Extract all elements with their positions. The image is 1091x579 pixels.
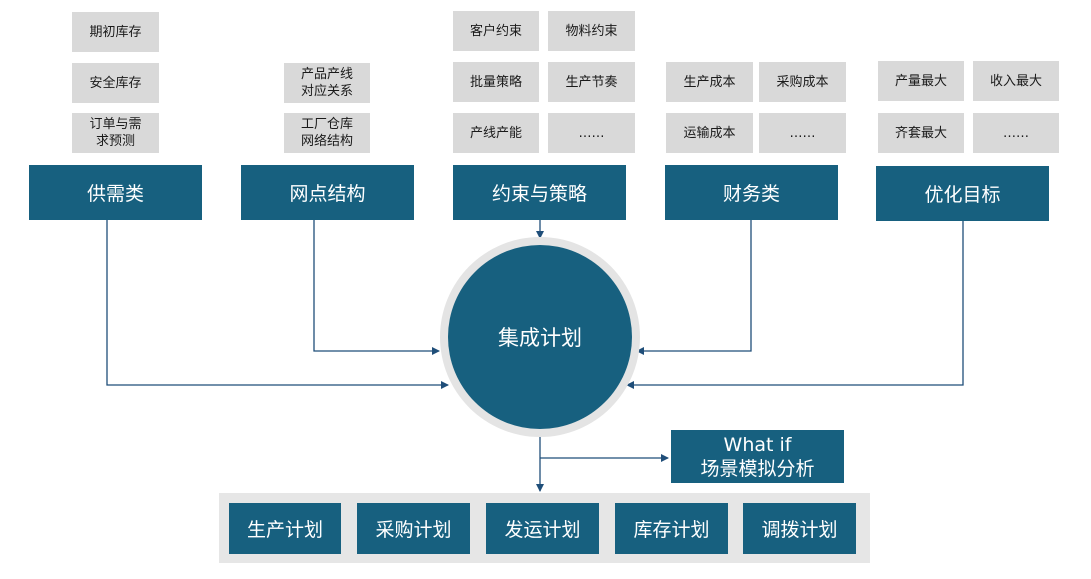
tag-finance-more: …… [759, 113, 846, 153]
plan-shipping: 发运计划 [486, 503, 599, 554]
category-finance: 财务类 [665, 165, 838, 220]
what-if-subtitle: 场景模拟分析 [700, 457, 815, 480]
tag-objective-more: …… [973, 113, 1059, 153]
tag-batch-strategy: 批量策略 [453, 62, 539, 102]
connector-supply [106, 220, 449, 389]
hub-integrated-plan: 集成计划 [448, 245, 632, 429]
tag-customer-constraint: 客户约束 [453, 11, 539, 51]
connector-finance [636, 220, 752, 355]
connector-network [313, 220, 440, 355]
what-if-box: What if 场景模拟分析 [671, 430, 844, 483]
tag-product-line-mapping: 产品产线对应关系 [284, 63, 370, 103]
tag-transport-cost: 运输成本 [666, 113, 753, 153]
plan-procurement: 采购计划 [357, 503, 470, 554]
category-optimization-goal: 优化目标 [876, 166, 1049, 221]
category-constraints-strategy: 约束与策略 [453, 165, 626, 220]
plan-inventory: 库存计划 [615, 503, 728, 554]
tag-plant-warehouse-network: 工厂仓库网络结构 [284, 113, 370, 153]
tag-max-kitting: 齐套最大 [878, 113, 964, 153]
tag-constraints-more: …… [548, 113, 635, 153]
what-if-title: What if [723, 433, 792, 456]
tag-max-revenue: 收入最大 [973, 61, 1059, 101]
category-supply-demand: 供需类 [29, 165, 202, 220]
tag-production-cost: 生产成本 [666, 62, 753, 102]
tag-opening-inventory: 期初库存 [72, 12, 159, 52]
tag-safety-stock: 安全库存 [72, 63, 159, 103]
plan-production: 生产计划 [229, 503, 341, 554]
tag-purchase-cost: 采购成本 [759, 62, 846, 102]
tag-material-constraint: 物料约束 [548, 11, 635, 51]
tag-production-rhythm: 生产节奏 [548, 62, 635, 102]
plan-transfer: 调拨计划 [743, 503, 856, 554]
tag-orders-forecast: 订单与需求预测 [72, 113, 159, 153]
tag-line-capacity: 产线产能 [453, 113, 539, 153]
category-network-structure: 网点结构 [241, 165, 414, 220]
tag-max-output: 产量最大 [878, 61, 964, 101]
connector-objective [626, 221, 964, 389]
